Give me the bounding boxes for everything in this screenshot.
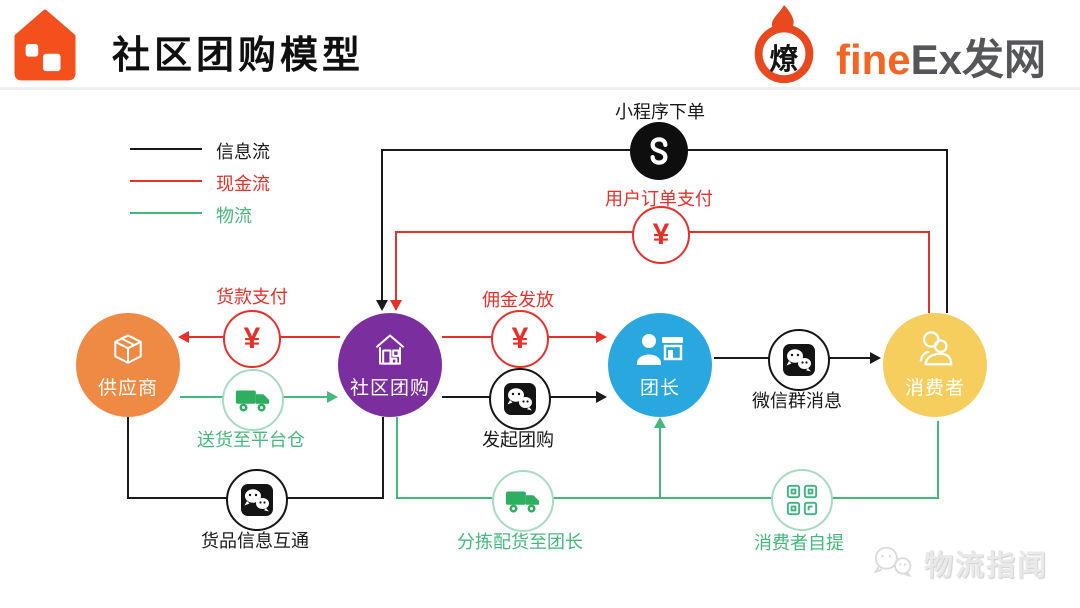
people-icon: [919, 331, 953, 366]
info-line-top-left: [381, 149, 383, 300]
truck-icon-to-warehouse: [222, 369, 284, 431]
yuan-symbol: ¥: [511, 322, 529, 355]
legend-line-logistics: [130, 212, 202, 214]
node-leader: 团长: [608, 313, 712, 417]
yuan-icon-goods-payment: ¥: [223, 310, 281, 368]
flame-character: 燎: [769, 44, 799, 76]
house-logo-icon: [14, 9, 76, 81]
node-supplier: 供应商: [76, 313, 180, 417]
node-label-supplier: 供应商: [97, 378, 158, 399]
arrow-into-platform-green: [327, 391, 338, 403]
wechat-icon-initiate: [489, 368, 551, 430]
wechat-icon-goods-info: [226, 469, 288, 531]
watermark: 物流指闻: [872, 542, 1048, 584]
flow-label-consumer-pickup: 消费者自提: [754, 533, 844, 553]
node-label-platform: 社区团购: [349, 378, 430, 399]
yuan-icon-commission: ¥: [491, 310, 549, 368]
package-icon: [114, 334, 142, 364]
logistics-line-up-to-leader: [659, 427, 661, 499]
arrow-into-supplier-red: [178, 331, 189, 343]
info-line-supplier-down: [127, 417, 129, 499]
page-title: 社区团购模型: [112, 35, 365, 77]
legend-line-cash: [130, 180, 202, 182]
brand-cn: 发网: [962, 36, 1047, 83]
node-consumer: 消费者: [883, 313, 987, 417]
logistics-line-consumer-down: [937, 421, 939, 499]
node-label-consumer: 消费者: [904, 378, 965, 399]
brand-fine: fine: [836, 36, 911, 83]
flow-label-goods-payment: 货款支付: [216, 287, 288, 307]
flame-icon: 燎: [744, 4, 824, 88]
legend-label-info: 信息流: [216, 142, 270, 162]
flow-label-user-payment: 用户订单支付: [605, 189, 713, 209]
leader-store-icon: [637, 334, 683, 365]
arrow-into-platform-red: [390, 300, 402, 311]
flow-label-initiate-groupbuy: 发起团购: [482, 430, 554, 450]
yuan-icon-user-payment: ¥: [632, 206, 690, 264]
yuan-symbol: ¥: [243, 322, 261, 355]
qrcode-icon-pickup: [771, 469, 833, 531]
miniprogram-icon: [630, 122, 688, 180]
logistics-line-platform-down: [396, 417, 398, 499]
node-platform: 社区团购: [338, 313, 442, 417]
yuan-symbol: ¥: [652, 218, 670, 251]
info-line-top-right: [946, 149, 948, 313]
flow-label-sort-deliver-to-leader: 分拣配货至团长: [457, 532, 583, 552]
arrow-into-leader-black: [596, 391, 607, 403]
arrow-into-leader-red: [596, 331, 607, 343]
brand-ex: Ex: [910, 36, 963, 83]
flow-label-commission: 佣金发放: [482, 290, 554, 310]
watermark-wechat-icon: [873, 546, 912, 578]
cash-line-top-right: [928, 231, 930, 313]
watermark-text: 物流指闻: [924, 550, 1049, 582]
flow-label-delivery-to-warehouse: 送货至平台仓: [197, 430, 305, 450]
node-label-leader: 团长: [639, 378, 680, 399]
truck-icon-to-leader: [492, 470, 554, 532]
brand-logo: fineEx发网: [836, 26, 1046, 87]
arrow-into-leader-green: [654, 417, 666, 428]
arrow-into-consumer-black: [870, 352, 881, 364]
info-line-platform-down: [382, 417, 384, 499]
legend-line-info: [130, 148, 202, 150]
flow-label-goods-info-exchange: 货品信息互通: [201, 531, 309, 551]
flow-label-wechat-group-message: 微信群消息: [752, 391, 842, 411]
logistics-line-bottom: [396, 497, 939, 499]
header-divider: [0, 87, 1080, 90]
flow-label-miniprogram-order: 小程序下单: [615, 102, 705, 122]
cash-line-top-left: [395, 231, 397, 301]
legend-label-cash: 现金流: [216, 174, 270, 194]
legend-label-logistics: 物流: [216, 206, 252, 226]
wechat-icon-group-message: [768, 329, 830, 391]
warehouse-icon: [375, 334, 405, 365]
arrow-into-platform-black: [376, 300, 388, 311]
